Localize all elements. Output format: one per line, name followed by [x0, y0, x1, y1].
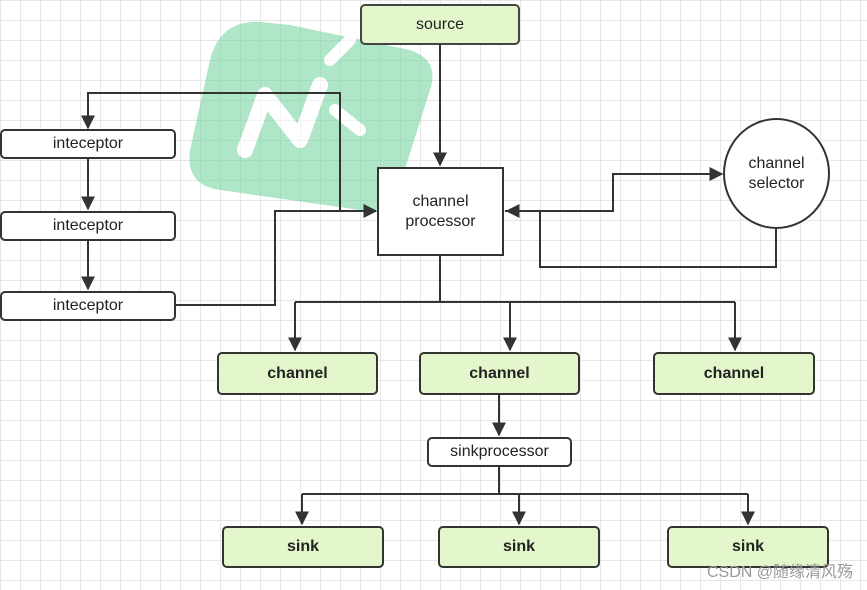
channel-processor-node: channel processor [377, 167, 504, 256]
interceptor-node-1: inteceptor [0, 129, 176, 159]
edge-selector-processor [505, 204, 777, 268]
sink-node-2: sink [438, 526, 600, 568]
sink-node-3: sink [667, 526, 829, 568]
sink-label: sink [731, 538, 764, 555]
interceptor-label: inteceptor [52, 135, 124, 152]
edge-processor-interceptor [81, 92, 341, 211]
channel-label: channel [469, 364, 530, 382]
csdn-watermark: CSDN @随缘清风殇 [706, 564, 853, 581]
channel-label: channel [703, 364, 765, 382]
sinkprocessor-label: sinkprocessor [450, 443, 549, 460]
edge-processor-channels [295, 256, 735, 303]
sink-label: sink [502, 538, 535, 555]
channel-node-1: channel [217, 352, 378, 395]
sink-label: sink [286, 538, 319, 555]
edge-interceptor-processor [176, 204, 378, 306]
channel-selector-node: channel selector [723, 118, 830, 229]
channel-node-3: channel [653, 352, 815, 395]
interceptor-node-3: inteceptor [0, 291, 176, 321]
channel-processor-label: channel processor [405, 192, 476, 230]
interceptor-label: inteceptor [52, 217, 124, 234]
source-label: source [415, 15, 465, 33]
channel-node-2: channel [419, 352, 580, 395]
edge-sinkprocessor-sinks [302, 467, 748, 495]
sinkprocessor-node: sinkprocessor [427, 437, 572, 467]
interceptor-node-2: inteceptor [0, 211, 176, 241]
channel-label: channel [267, 364, 328, 382]
sink-node-1: sink [222, 526, 384, 568]
interceptor-label: inteceptor [52, 297, 124, 314]
edge-processor-selector [505, 167, 724, 212]
source-node: source [360, 4, 520, 45]
channel-selector-label: channel selector [748, 154, 805, 192]
